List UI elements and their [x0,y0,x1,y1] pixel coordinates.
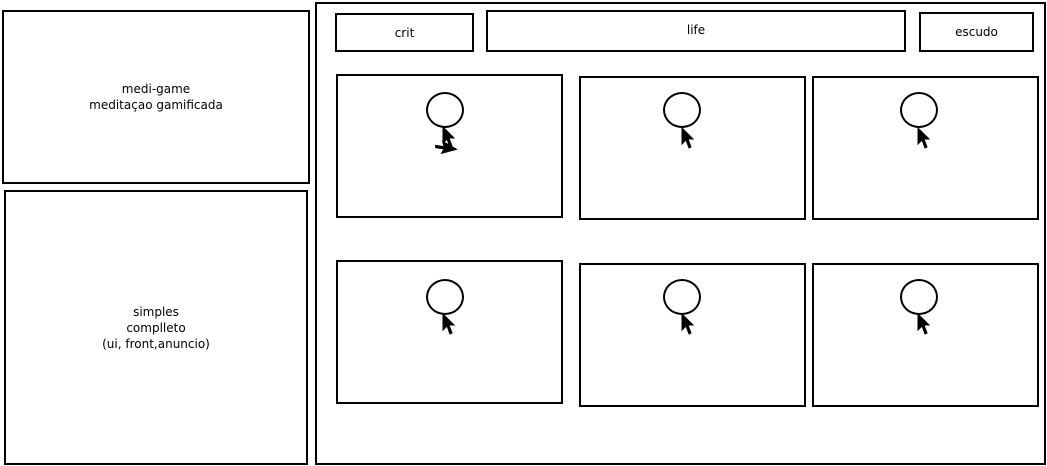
cursor-icon [681,127,695,149]
life-bar: life [486,10,906,52]
scope-line-3: (ui, front,anuncio) [102,336,210,351]
life-label: life [686,23,706,37]
cursor-icon [917,127,931,149]
shield-button[interactable]: escudo [919,12,1034,52]
app-subtitle: meditaçao gamificada [89,98,223,112]
circle-icon [663,92,701,128]
cursor-icon [442,313,456,335]
crit-label: crit [394,25,415,40]
circle-icon [426,279,464,315]
scope-box: simples complleto (ui, front,anuncio) [4,190,308,465]
cursor-icon [917,313,931,335]
circle-icon [900,92,938,128]
scope-line-2: complleto [126,320,186,335]
scope-line-1: simples [133,304,179,319]
cursor-icon [435,140,458,155]
cursor-icon [681,313,695,335]
circle-icon [900,279,938,315]
circle-icon [663,279,701,315]
crit-button[interactable]: crit [335,13,474,52]
shield-label: escudo [955,25,998,39]
app-title: medi-game [121,82,191,96]
circle-icon [426,92,464,128]
intro-box: medi-game meditaçao gamificada [2,10,310,184]
